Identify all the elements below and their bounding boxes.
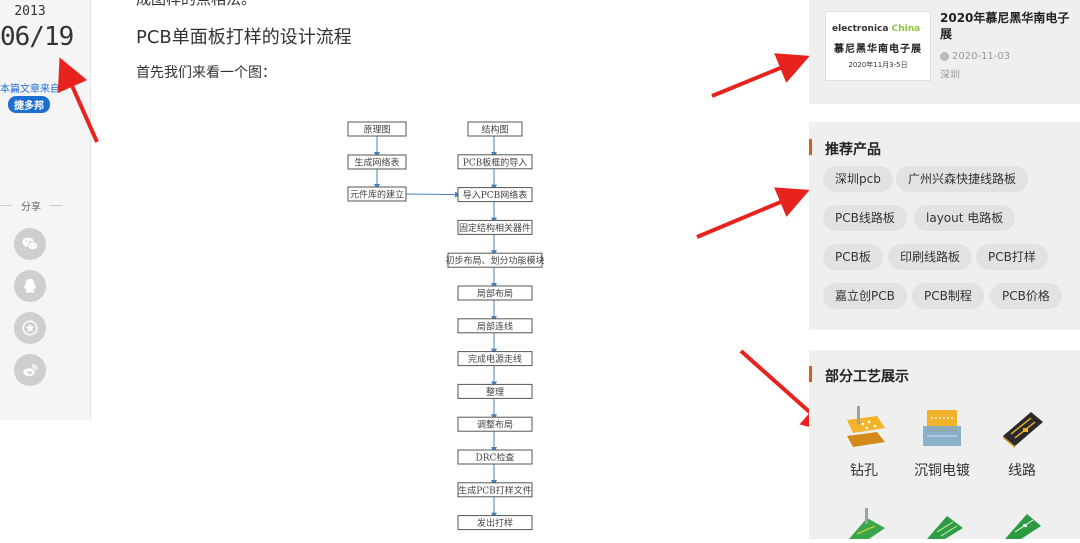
flowchart-step-label: 局部布局	[477, 288, 513, 300]
clock-icon	[940, 52, 949, 61]
flowchart-step-label: 完成电源走线	[468, 353, 522, 365]
flowchart-step-label: 局部连线	[477, 320, 513, 332]
brand-prefix: electronica	[832, 24, 889, 34]
share-favorite-button[interactable]	[14, 312, 46, 344]
flowchart-step: 原理图	[347, 121, 407, 137]
recommended-products: 推荐产品 深圳pcb 广州兴森快捷线路板 PCB线路板 layout 电路板 P…	[809, 122, 1080, 330]
source-badge[interactable]: 捷多邦	[8, 96, 50, 113]
flowchart-step: 导入PCB网络表	[457, 187, 533, 203]
tag-item[interactable]: 广州兴森快捷线路板	[896, 166, 1029, 192]
wechat-icon	[22, 237, 39, 251]
section-accent-bar	[809, 139, 812, 155]
craft-label: 线路	[1008, 463, 1036, 479]
arrow-to-recommended	[696, 187, 810, 239]
tag-item[interactable]: 嘉立创PCB	[823, 283, 907, 309]
publish-date: 06/19	[0, 22, 74, 52]
qq-icon	[23, 278, 37, 293]
flowchart-step-label: 生成网络表	[354, 157, 399, 169]
tag-item[interactable]: PCB打样	[976, 244, 1048, 270]
flowchart-step: 结构图	[467, 121, 523, 137]
share-wechat-button[interactable]	[14, 228, 46, 260]
recommended-title: 推荐产品	[825, 142, 881, 158]
news-date-text: 2020-11-03	[952, 51, 1011, 62]
flowchart-step-label: PCB板框的导入	[463, 156, 528, 168]
flowchart-step: 生成PCB打样文件	[457, 482, 533, 498]
flowchart-step-label: DRC检查	[476, 452, 515, 464]
thumb-cn-title: 慕尼黑华南电子展	[834, 44, 922, 55]
green-board-icon	[849, 508, 885, 539]
tag-item[interactable]: PCB线路板	[823, 205, 907, 231]
flowchart-step-label: 固定结构相关器件	[459, 222, 531, 234]
article-clipped-line: 成图样的点相法。	[136, 0, 256, 9]
flowchart-step-label: 导入PCB网络表	[463, 189, 528, 201]
copper-plating-icon	[923, 410, 961, 446]
flowchart-step-label: 结构图	[481, 124, 508, 136]
craft-item-drilling[interactable]: 钻孔	[829, 406, 899, 480]
thumb-date: 2020年11月3-5日	[848, 61, 908, 69]
share-divider-right	[50, 205, 62, 206]
tag-item[interactable]: PCB制程	[912, 283, 984, 309]
article-meta-rail: 2013 06/19 本篇文章来自 捷多邦 分享	[0, 0, 91, 420]
flowchart-step: 固定结构相关器件	[457, 219, 533, 235]
flowchart-step-label: 整理	[486, 386, 504, 398]
flowchart-step: 局部布局	[457, 285, 533, 301]
tag-item[interactable]: PCB价格	[990, 283, 1062, 309]
arrow-to-news	[711, 53, 810, 98]
tag-item[interactable]: 印刷线路板	[888, 244, 973, 270]
flowchart-step: 元件库的建立	[347, 186, 407, 202]
flowchart-step: 初步布局、划分功能模块	[445, 252, 545, 268]
drilling-board-icon	[847, 406, 885, 447]
green-board-icon	[927, 516, 963, 539]
craft-item-circuit[interactable]: 线路	[987, 406, 1057, 480]
flowchart-step: 生成网络表	[347, 154, 407, 170]
flowchart-step-label: 调整布局	[477, 419, 513, 431]
brand-suffix: China	[891, 24, 921, 34]
craft-label: 钻孔	[850, 463, 878, 479]
flowchart-step-label: 原理图	[363, 125, 390, 136]
craft-title: 部分工艺展示	[825, 369, 909, 385]
share-divider-left	[0, 205, 12, 206]
flowchart-step-label: 发出打样	[477, 517, 513, 529]
share-weibo-button[interactable]	[14, 354, 46, 386]
news-title[interactable]: 2020年慕尼黑华南电子展	[940, 11, 1070, 41]
tag-item[interactable]: layout 电路板	[914, 205, 1016, 231]
news-thumbnail[interactable]: electronica China 慕尼黑华南电子展 2020年11月3-5日	[825, 11, 931, 81]
craft-item-copper-plating[interactable]: 沉铜电镀	[907, 406, 977, 480]
article-intro: 首先我们来看一个图：	[136, 65, 276, 81]
circuit-board-icon	[1003, 412, 1043, 448]
weibo-icon	[23, 364, 38, 377]
news-card[interactable]: electronica China 慕尼黑华南电子展 2020年11月3-5日 …	[809, 0, 1080, 104]
flowchart-step: 整理	[457, 383, 533, 399]
favorite-star-icon	[22, 320, 38, 336]
flowchart-step: 完成电源走线	[457, 351, 533, 367]
flowchart-step: DRC检查	[457, 449, 533, 465]
section-accent-bar	[809, 366, 812, 382]
flowchart-step: PCB板框的导入	[457, 154, 533, 170]
tag-item[interactable]: PCB板	[823, 244, 883, 270]
electronica-logo: electronica China	[832, 24, 920, 34]
flowchart-step: 发出打样	[457, 515, 533, 531]
tag-item[interactable]: 深圳pcb	[823, 166, 893, 192]
share-qq-button[interactable]	[14, 270, 46, 302]
flowchart-step-label: 元件库的建立	[350, 189, 404, 201]
pcb-design-flowchart: 原理图生成网络表元件库的建立 结构图 PCB板框的导入导入PCB网络表固定结构相关器…	[342, 113, 560, 539]
flowchart-step-label: 生成PCB打样文件	[458, 484, 532, 496]
article-heading: PCB单面板打样的设计流程	[136, 27, 352, 48]
news-city: 深圳	[940, 70, 960, 81]
source-label: 本篇文章来自	[0, 84, 60, 95]
craft-label: 沉铜电镀	[914, 463, 970, 479]
share-title: 分享	[21, 202, 41, 213]
green-board-icon	[1005, 514, 1041, 539]
flowchart-step-label: 初步布局、划分功能模块	[445, 255, 544, 267]
publish-year: 2013	[14, 4, 46, 19]
news-date: 2020-11-03	[940, 51, 1010, 62]
flowchart-step: 调整布局	[457, 416, 533, 432]
flowchart-step: 局部连线	[457, 318, 533, 334]
craft-showcase: 部分工艺展示 钻孔 沉铜电镀 线路	[809, 350, 1080, 539]
